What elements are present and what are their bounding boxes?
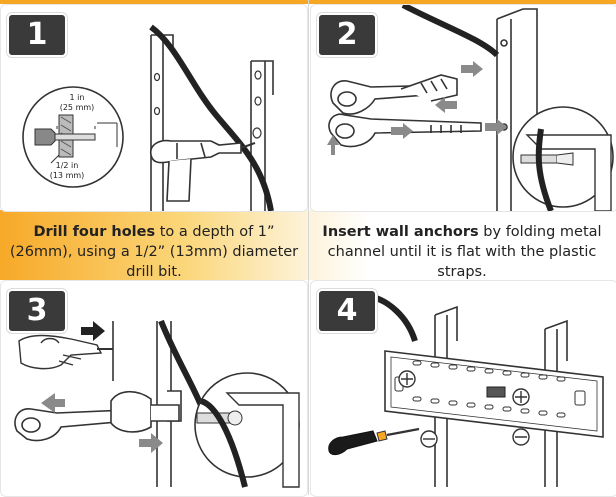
step-4-panel: 4: [310, 280, 616, 497]
arrow-right-icon: [139, 433, 163, 453]
step-2-caption-bold: Insert wall anchors: [322, 224, 479, 240]
wall-anchor-icon: [14, 390, 180, 442]
step-3-illustration: [14, 319, 300, 488]
arrow-right-icon: [391, 123, 413, 139]
step-1-caption: Drill four holes to a depth of 1” (26mm)…: [4, 222, 304, 280]
hand-icon: [18, 334, 113, 370]
arrow-right-icon: [485, 119, 507, 135]
arrow-right-icon: [81, 321, 105, 341]
diameter-in-label: 1/2 in: [56, 161, 79, 170]
step-1-illustration: 1 in (25 mm) 1/2 in (13 mm): [22, 24, 274, 211]
step-2-number: 2: [319, 15, 375, 55]
diameter-mm-label: (13 mm): [50, 171, 85, 180]
screwdriver-icon: [328, 427, 420, 456]
step-1-caption-bold: Drill four holes: [33, 224, 156, 240]
center-divider: [308, 0, 309, 495]
step-2-caption-text: by folding metal channel until it is fla…: [327, 224, 602, 280]
step-2-panel: 2: [310, 4, 616, 212]
step-3-number: 3: [9, 291, 65, 331]
drill-icon: [149, 139, 256, 202]
step-2-illustration: [327, 5, 614, 211]
step-3-panel: 3: [0, 280, 308, 497]
step-4-number: 4: [319, 291, 375, 331]
arrow-up-icon: [327, 135, 339, 155]
step-2-caption: Insert wall anchors by folding metal cha…: [312, 222, 612, 280]
step-4-illustration: [328, 294, 604, 487]
strap-detail-callout: [194, 372, 300, 488]
arrow-left-icon: [435, 97, 457, 113]
arrow-left-icon: [41, 393, 65, 413]
depth-in-label: 1 in: [70, 93, 85, 102]
screw-icon: [398, 370, 530, 448]
drill-depth-callout: 1 in (25 mm) 1/2 in (13 mm): [22, 86, 124, 188]
step-1-number: 1: [9, 15, 65, 55]
wall-anchor-icon: [330, 74, 458, 115]
depth-mm-label: (25 mm): [60, 103, 95, 112]
arrow-right-icon: [461, 61, 483, 77]
step-1-panel: 1 in (25 mm) 1/2 in (13 mm) 1: [0, 4, 308, 212]
anchor-detail-callout: [512, 106, 614, 211]
step-1-caption-text: to a depth of 1” (26mm), using a 1/2” (1…: [9, 224, 299, 280]
wall-mount-plate: [384, 350, 604, 438]
direction-arrows: [327, 61, 507, 155]
